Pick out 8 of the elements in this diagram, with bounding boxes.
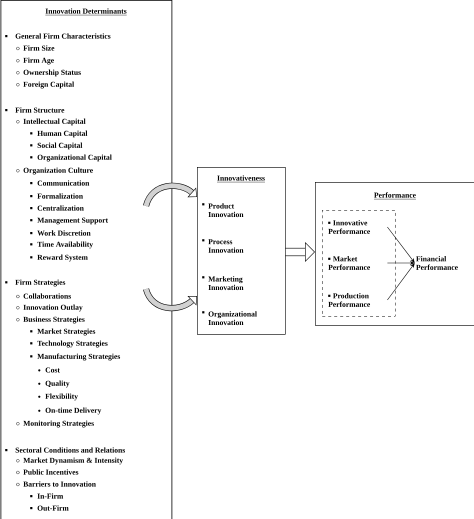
performance-box (315, 182, 474, 326)
curved-arrow (143, 288, 197, 312)
arrow (387, 226, 415, 263)
dashed-box (322, 210, 396, 316)
innovativeness-box (197, 167, 286, 335)
determinants-panel (0, 0, 172, 519)
curved-arrow (143, 182, 197, 208)
arrow (387, 263, 415, 300)
